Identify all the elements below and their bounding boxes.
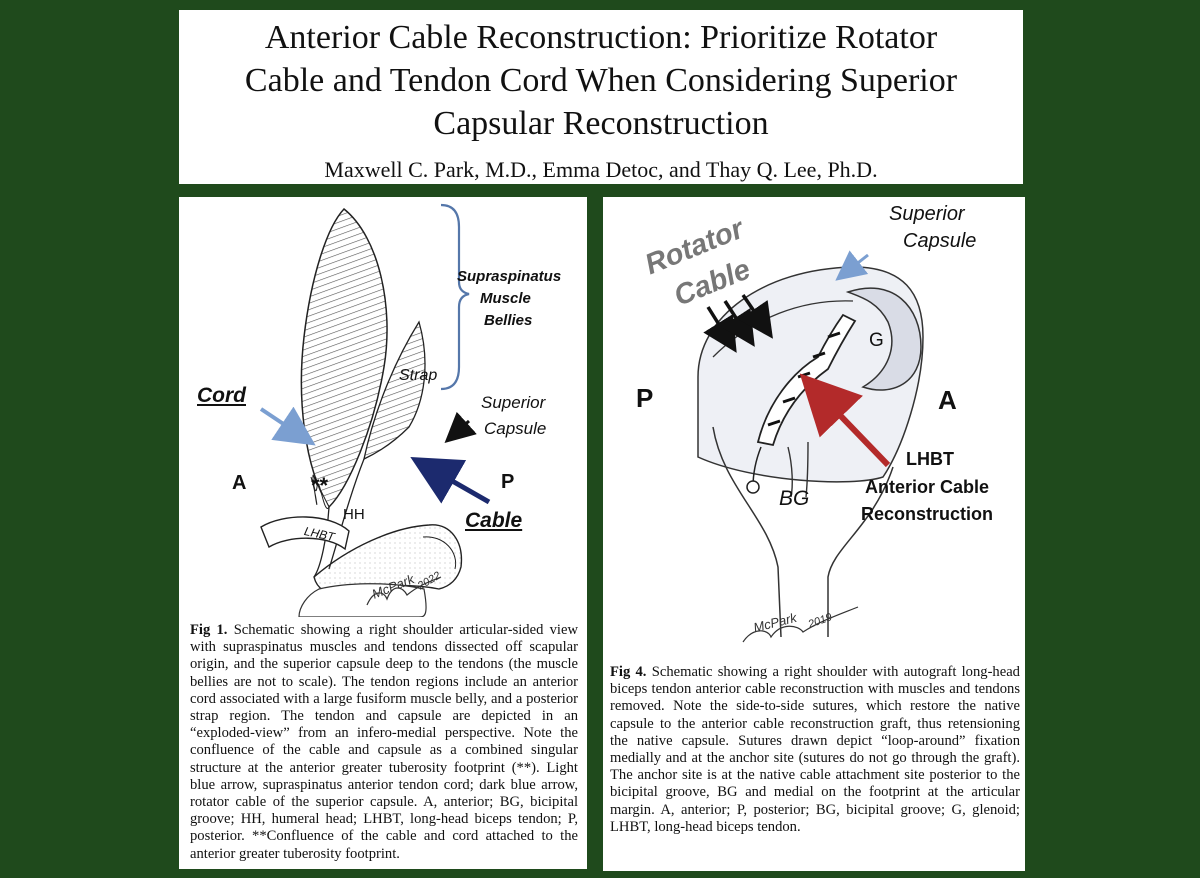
label-supraspinatus-1: Supraspinatus — [457, 268, 562, 285]
supraspinatus-brace — [440, 203, 470, 391]
label-lhbt-2: Anterior Cable — [865, 477, 990, 497]
label-anterior: A — [938, 385, 957, 415]
label-posterior: P — [636, 383, 654, 413]
humerus-shaft — [712, 426, 894, 638]
strap-belly-shape — [363, 320, 426, 461]
bicipital-groove-shape — [787, 441, 809, 498]
title-line-2: Cable and Tendon Cord When Considering S… — [244, 62, 958, 99]
label-cable: Cable — [465, 509, 523, 532]
tendon-shape — [312, 474, 330, 509]
lhbt-shape — [260, 516, 350, 551]
figure-4-illustration — [697, 250, 924, 643]
paper-title: Anterior Cable Reconstruction: Prioritiz… — [179, 10, 1023, 145]
label-supraspinatus-3: Bellies — [484, 312, 533, 329]
label-superior-capsule-2: Capsule — [903, 230, 977, 252]
label-cord: Cord — [197, 384, 246, 407]
author-list: Maxwell C. Park, M.D., Emma Detoc, and T… — [324, 157, 878, 182]
title-line-3: Capsular Reconstruction — [433, 105, 769, 142]
label-lhbt-1: LHBT — [906, 449, 954, 469]
title-box: Anterior Cable Reconstruction: Prioritiz… — [179, 10, 1023, 184]
label-bicipital-groove: BG — [779, 487, 810, 510]
cable-arrow — [410, 457, 491, 505]
rotator-cable-arrow-3 — [738, 294, 773, 339]
signature-scribble — [366, 576, 442, 606]
figure-4-caption-text: Schematic showing a right shoulder with … — [610, 664, 1020, 835]
muscle-belly-shape — [300, 207, 388, 509]
figure-1-panel: Supraspinatus Muscle Bellies Strap Cord … — [179, 197, 587, 869]
label-humeral-head: HH — [343, 506, 365, 523]
anchor-shape — [746, 480, 760, 494]
label-superior-capsule-1: Superior — [889, 203, 965, 225]
label-lhbt-3: Reconstruction — [861, 504, 994, 524]
humeral-head-shape — [298, 583, 427, 617]
label-superior-capsule-1: Superior — [481, 393, 546, 412]
glenoid-shape — [845, 287, 922, 391]
figure-1-caption: Fig 1. Schematic showing a right shoulde… — [190, 622, 578, 863]
superior-capsule-arrow — [835, 250, 869, 281]
label-glenoid: G — [869, 330, 884, 351]
title-line-1: Anterior Cable Reconstruction: Prioritiz… — [264, 19, 938, 56]
cord-arrow — [259, 406, 316, 446]
lhbt-arrow — [799, 373, 891, 468]
figure-4-caption-label: Fig 4. — [610, 664, 647, 680]
label-confluence: ** — [311, 473, 329, 498]
figure-4-panel: Superior Capsule Rotator Cable P A G BG … — [603, 197, 1025, 871]
figure-1-caption-text: Schematic showing a right shoulder artic… — [190, 622, 578, 862]
figure-4-caption: Fig 4. Schematic showing a right shoulde… — [610, 664, 1020, 836]
superior-capsule-arrow — [444, 411, 477, 444]
figure-1-caption-label: Fig 1. — [190, 622, 228, 638]
label-strap: Strap — [399, 367, 438, 384]
label-supraspinatus-2: Muscle — [480, 290, 531, 307]
label-posterior: P — [501, 471, 515, 493]
signature-scribble — [742, 606, 859, 643]
label-superior-capsule-2: Capsule — [484, 419, 547, 438]
label-anterior: A — [232, 472, 247, 494]
figure-1-illustration — [259, 203, 491, 617]
